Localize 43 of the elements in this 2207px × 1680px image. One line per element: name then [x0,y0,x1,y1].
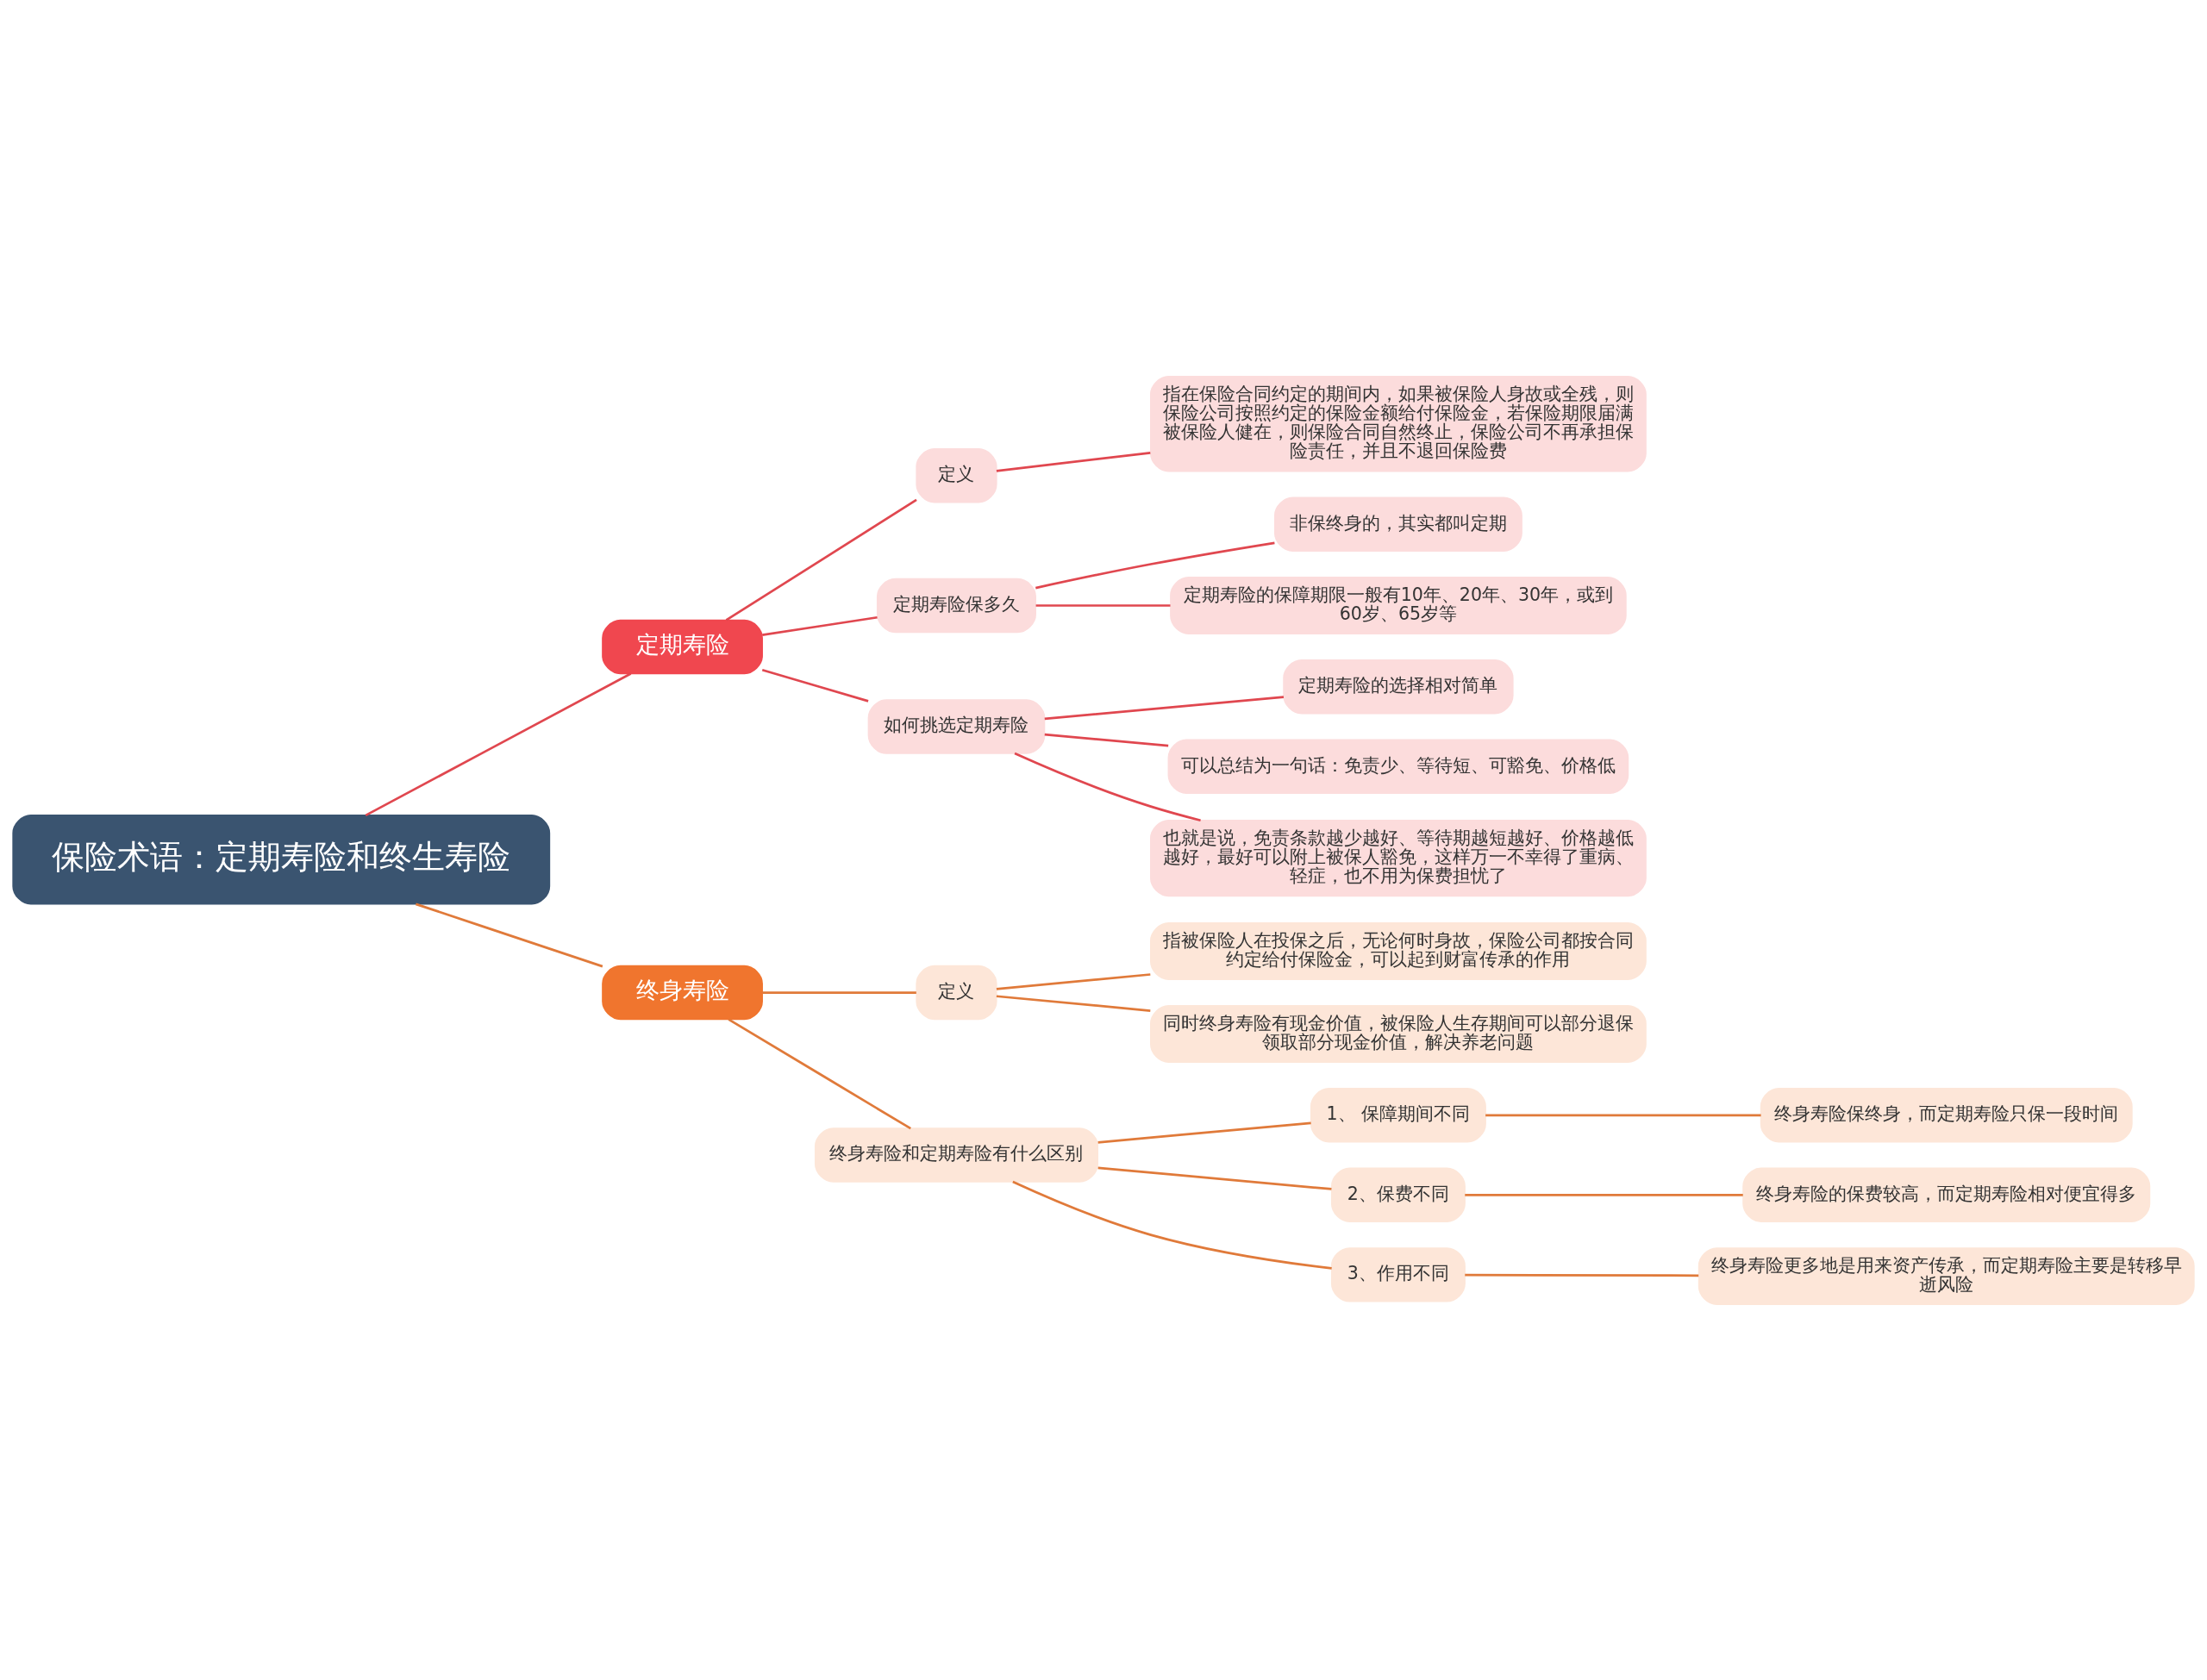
connector [1465,1193,1743,1196]
node-box: 也就是说，免责条款越少越好、等待期越短越好、价格越低越好，最好可以附上被保人豁免，这样万一不幸得了重病、轻症，也不用为保费担忧了 [1150,819,1647,896]
connector [1044,733,1169,747]
node-box: 终身寿险和定期寿险有什么区别 [814,1127,1098,1183]
node-box: 定义 [916,965,997,1020]
connector [762,990,916,994]
connector [1014,752,1201,821]
node-box: 3、作用不同 [1330,1246,1466,1302]
node-box: 如何挑选定期寿险 [867,698,1046,754]
node-box: 终身寿险更多地是用来资产传承，而定期寿险主要是转移早逝风险 [1697,1246,2195,1305]
node-box: 终身寿险的保费较高，而定期寿险相对便宜得多 [1742,1167,2151,1222]
connector [365,671,632,816]
connector [1035,603,1171,607]
node-box: 定期寿险 [602,619,763,674]
node-box: 定期寿险保多久 [876,578,1036,633]
node-box: 2、保费不同 [1330,1167,1466,1222]
connector [996,451,1151,472]
node-box: 1、 保障期间不同 [1310,1087,1486,1142]
node-box: 定期寿险的保障期限一般有10年、20年、30年，或到60岁、65岁等 [1170,576,1627,634]
node-box: 终身寿险 [602,965,763,1020]
connector [1465,1273,1699,1277]
node-box: 指被保险人在投保之后，无论何时身故，保险公司都按合同约定给付保险金，可以起到财富传承的作用 [1150,921,1647,980]
connector [725,498,917,621]
connector [728,1017,911,1129]
node-box: 同时终身寿险有现金价值，被保险人生存期间可以部分退保领取部分现金价值，解决养老问题 [1150,1004,1647,1063]
connector [761,668,869,703]
connector [1485,1113,1761,1116]
connector [1012,1180,1332,1270]
node-box: 终身寿险保终身，而定期寿险只保一段时间 [1760,1087,2133,1142]
connector [1035,540,1275,589]
connector [996,994,1151,1012]
node-box: 定义 [916,447,997,503]
node-box: 指在保险合同约定的期间内，如果被保险人身故或全残，则保险公司按照约定的保险金额给付保险金，若保险期限届满被保险人健在，则保险合同自然终止，保险公司不再承担保险责任，并且不退回保险费 [1150,375,1647,472]
node-box: 非保终身的，其实都叫定期 [1273,497,1522,552]
connector [1044,695,1285,720]
node-box: 可以总结为一句话：免责少、等待短、可豁免、价格低 [1167,739,1629,794]
connector [415,902,603,967]
connector [1097,1165,1332,1190]
node-box: 定期寿险的选择相对简单 [1283,659,1514,714]
connector [762,615,878,636]
node-box: 保险术语：定期寿险和终生寿险 [12,814,551,905]
connector [1097,1121,1311,1144]
connector [996,972,1151,990]
